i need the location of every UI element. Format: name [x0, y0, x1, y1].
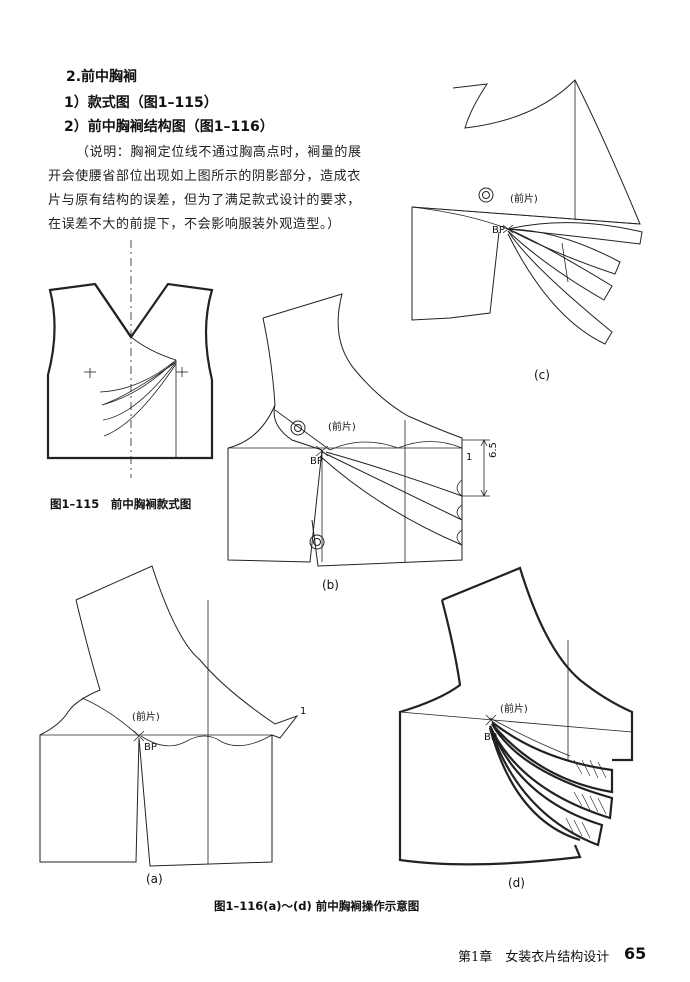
note-line-1: （说明：胸裥定位线不通过胸高点时，裥量的展 [76, 145, 362, 160]
bp-label-d: BP [484, 732, 497, 743]
front-piece-label-c: (前片) [510, 194, 538, 205]
figure-116-caption: 图1–116(a)～(d) 前中胸裥操作示意图 [214, 899, 420, 913]
figure-116b-label: (b) [322, 578, 339, 592]
item-structure-drawing: 2）前中胸裥结构图（图1–116） [64, 119, 274, 135]
measure-1-label-a: 1 [300, 706, 307, 717]
bp-label-c: BP [492, 225, 505, 236]
section-heading: 2.前中胸裥 [66, 69, 138, 85]
note-line-3: 片与原有结构的误差，但为了满足款式设计的要求， [48, 193, 361, 208]
figure-115-caption: 图1–115 前中胸裥款式图 [50, 497, 192, 511]
figure-116a-label: (a) [146, 872, 163, 886]
footer-chapter: 第1章 女装衣片结构设计 [458, 950, 610, 965]
front-piece-label-a: (前片) [132, 712, 160, 723]
front-piece-label-d: (前片) [500, 704, 528, 715]
figure-116c-label: (c) [534, 368, 550, 382]
note-line-4: 在误差不大的前提下，不会影响服装外观造型。） [48, 217, 341, 232]
bp-label-b: BP [310, 456, 323, 467]
item-style-drawing: 1）款式图（图1–115） [64, 95, 218, 111]
front-piece-label-b: (前片) [328, 422, 356, 433]
figure-116d-label: (d) [508, 876, 525, 890]
note-line-2: 开会使腰省部位出现如上图所示的阴影部分，造成衣 [48, 169, 361, 184]
bp-label-a: BP [144, 742, 157, 753]
measure-1-label-b: 1 [466, 452, 473, 463]
page-number: 65 [624, 944, 647, 963]
